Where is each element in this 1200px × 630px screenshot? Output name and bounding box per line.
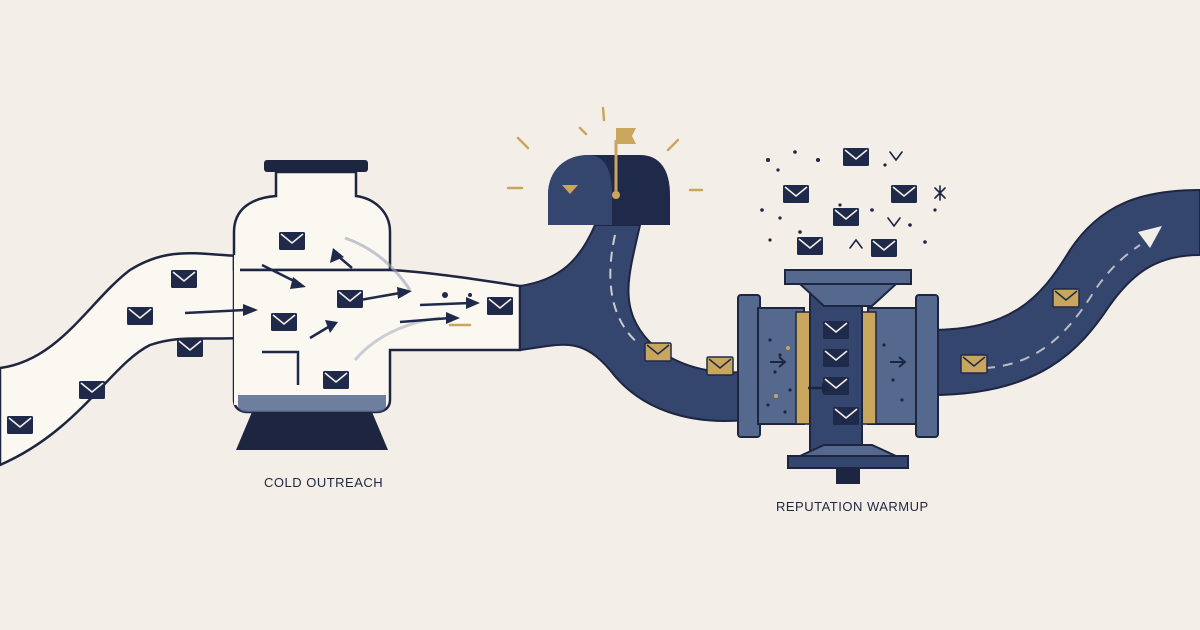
reputation-warmup-label: REPUTATION WARMUP (776, 499, 929, 514)
envelope-icon (78, 380, 106, 400)
envelope-icon (782, 184, 810, 204)
envelope-icon (832, 207, 860, 227)
envelope-icon (1052, 288, 1080, 308)
envelope-icon (322, 370, 350, 390)
envelope-icon (336, 289, 364, 309)
envelope-icon (842, 147, 870, 167)
envelope-icon (822, 376, 850, 396)
flag-icon (612, 128, 636, 199)
envelope-icon (270, 312, 298, 332)
envelope-icon (960, 354, 988, 374)
envelope-icon (6, 415, 34, 435)
sparkle-icon (506, 106, 704, 192)
envelope-icon (870, 238, 898, 258)
envelope-icon (832, 406, 860, 426)
arrow-icon (1138, 226, 1162, 248)
envelope-icon (278, 231, 306, 251)
inflow-pipe (0, 251, 242, 467)
envelope-icon (176, 338, 204, 358)
envelope-icon (706, 356, 734, 376)
main-pipe (519, 224, 746, 422)
sparkle-icon (760, 150, 937, 244)
funnel-tank-icon (232, 160, 522, 450)
branch-marker (262, 350, 300, 385)
mailbox-icon (548, 155, 670, 225)
envelope-icon (170, 269, 198, 289)
envelope-icon (890, 184, 918, 204)
envelope-icon (644, 342, 672, 362)
flow-dots (442, 292, 472, 298)
cold-outreach-label: COLD OUTREACH (264, 475, 384, 490)
sparkle-icon (849, 151, 946, 249)
envelope-icon (126, 306, 154, 326)
envelope-icon (796, 236, 824, 256)
envelope-icon (822, 348, 850, 368)
arrow-icon (808, 383, 830, 393)
envelope-icon (822, 320, 850, 340)
arrow-icon (184, 248, 480, 340)
envelope-icon (486, 296, 514, 316)
